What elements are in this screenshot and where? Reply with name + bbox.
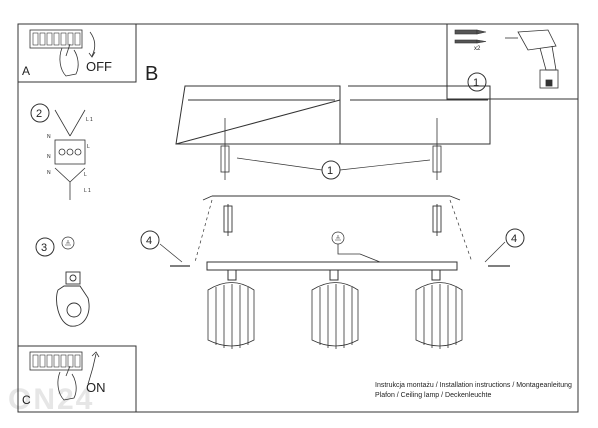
- watermark: ON24: [8, 383, 95, 416]
- step-b-letter: B: [145, 63, 158, 85]
- outer-frame: [17, 23, 579, 413]
- mounting-bracket: [202, 195, 461, 236]
- callout-screws-number: 1: [327, 165, 333, 177]
- panel-a-frame: [17, 23, 137, 83]
- step-c-label: ON: [86, 380, 106, 395]
- wire-label-l-mid: L: [87, 144, 90, 150]
- wire-label-n-bot: N: [47, 170, 51, 176]
- alignment-lines: [194, 199, 473, 263]
- anchor-screws-icon: [220, 118, 442, 180]
- step-a-letter: A: [22, 64, 30, 78]
- callout-ground-number: 3: [41, 242, 47, 254]
- ceiling-lamp-body: [206, 261, 458, 281]
- lamp-shades: [207, 282, 463, 349]
- step-a-label: OFF: [86, 59, 112, 74]
- callout-circle-left-screw: [140, 230, 160, 250]
- caption-line-2: Plafon / Ceiling lamp / Deckenleuchte: [375, 392, 492, 399]
- callout-circle-ground: [35, 237, 55, 257]
- callout-circle-wiring: [30, 103, 50, 123]
- ground-terminal-icon: [56, 271, 90, 327]
- wire-label-l1-top: L 1: [86, 117, 93, 123]
- panel-tools-frame: [446, 23, 579, 100]
- callout-circle-tools: [467, 72, 487, 92]
- breaker-switch-icon-a: [29, 29, 96, 77]
- ceiling-panel-icon: [175, 85, 491, 145]
- callout-right-screw-number: 4: [511, 233, 517, 245]
- callout-circle-right-screw: [505, 228, 525, 248]
- terminal-block-icon: [54, 109, 86, 200]
- panel-c-frame: [17, 345, 137, 413]
- ground-symbol-icon: [61, 236, 75, 250]
- drill-icon: [505, 29, 559, 89]
- callout-x2: x2: [474, 46, 481, 52]
- wire-label-l-bot: L: [84, 172, 87, 178]
- breaker-switch-icon-c: [29, 351, 100, 401]
- wire-label-n-top: N: [47, 134, 51, 140]
- caption-line-1: Instrukcja montażu / Installation instru…: [375, 382, 572, 389]
- wire-label-l1-bot: L 1: [84, 188, 91, 194]
- wire-label-n-mid: N: [47, 154, 51, 160]
- step-c-letter: C: [22, 393, 31, 407]
- callout-tools-number: 1: [473, 77, 479, 89]
- callout-left-screw-number: 4: [146, 235, 152, 247]
- callout-wiring-number: 2: [36, 108, 42, 120]
- wall-plug-icon: [454, 29, 487, 44]
